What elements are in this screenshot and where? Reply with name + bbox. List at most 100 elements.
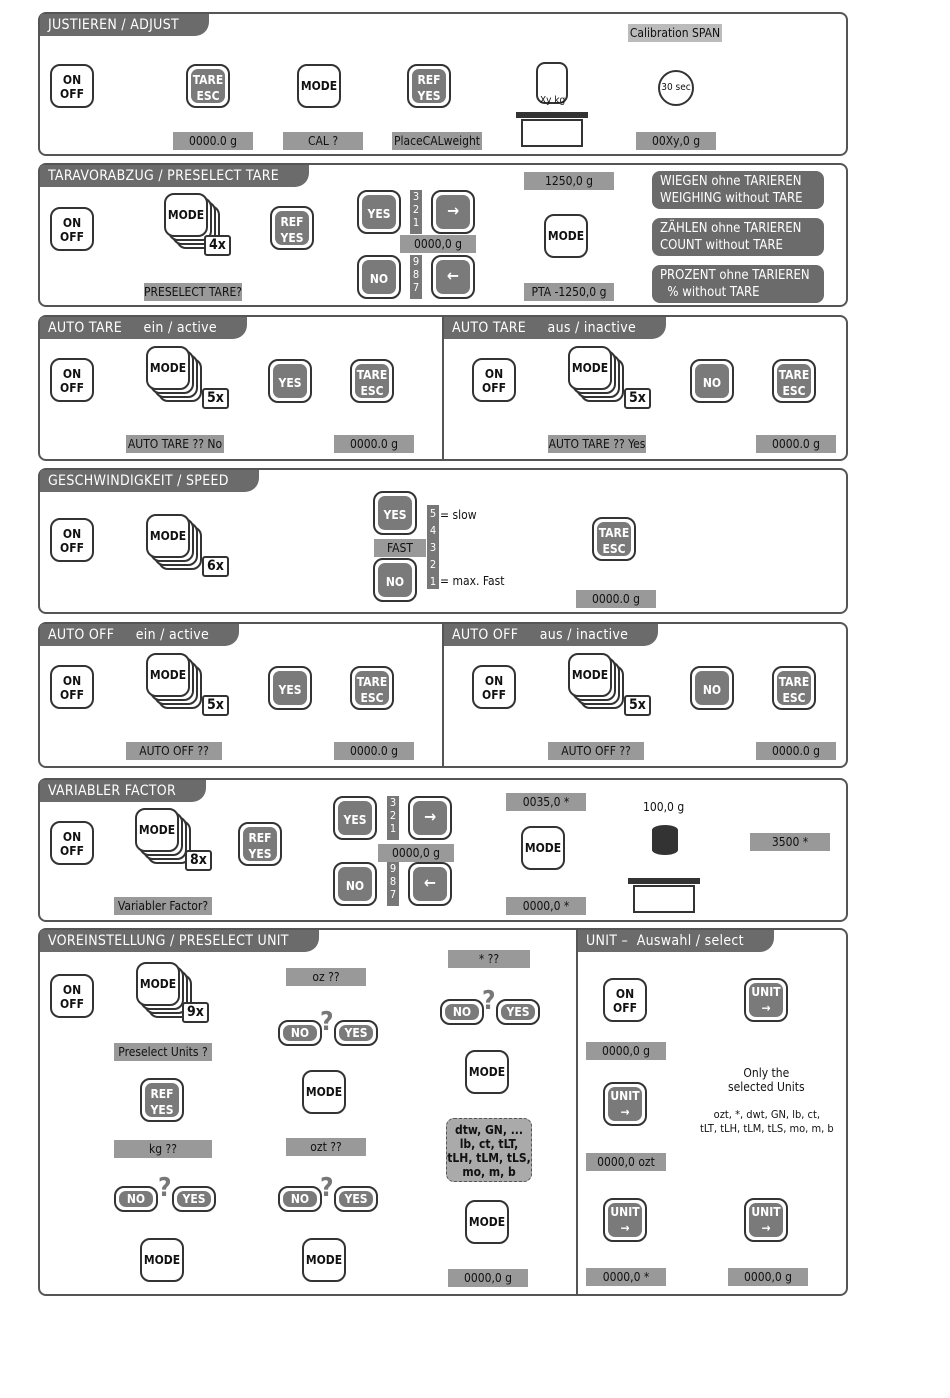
mode-key[interactable]: MODE — [302, 1070, 346, 1114]
display: 1250,0 g — [524, 172, 614, 190]
display: AUTO TARE ?? Yes — [548, 435, 646, 453]
panel-title-right: UNIT – Auswahl / select — [578, 930, 774, 952]
mode-key[interactable]: MODE — [140, 1238, 184, 1282]
only-selected-label: Only the selected Units — [728, 1066, 805, 1094]
display: 0000,0 g — [586, 1042, 666, 1060]
no-down-key[interactable]: NO — [690, 359, 734, 403]
display: AUTO OFF ?? — [548, 742, 644, 760]
display: 0000.0 g — [576, 590, 656, 608]
yes-up-key[interactable]: YES — [373, 491, 417, 535]
yes-up-key[interactable]: YES — [334, 1020, 378, 1046]
scale-icon — [628, 825, 700, 913]
yes-up-key[interactable]: YES — [357, 190, 401, 234]
note-weighing: WIEGEN ohne TARIEREN WEIGHING without TA… — [652, 171, 824, 209]
divider — [442, 317, 444, 459]
no-down-key[interactable]: NO — [373, 558, 417, 602]
panel-title: VOREINSTELLUNG / PRESELECT UNIT — [40, 930, 319, 952]
no-down-key[interactable]: NO — [357, 255, 401, 299]
no-down-key[interactable]: NO — [114, 1186, 158, 1212]
display: Preselect Units ? — [114, 1043, 212, 1061]
left-arrow-key[interactable]: ← — [408, 862, 452, 906]
display: 0000.0 g — [334, 435, 414, 453]
weight-label: Xy kg — [540, 95, 566, 106]
panel-title-right: AUTO TARE aus / inactive — [444, 317, 667, 339]
right-arrow-key[interactable]: → — [408, 796, 452, 840]
question-mark: ? — [158, 1173, 172, 1203]
mode-key[interactable]: MODE — [302, 1238, 346, 1282]
mode-key[interactable]: MODE — [297, 64, 341, 108]
panel-title: AUTO OFF ein / active — [40, 624, 240, 646]
question-mark: ? — [320, 1007, 334, 1037]
yes-up-key[interactable]: YES — [268, 359, 312, 403]
clock-icon: 30 sec — [658, 70, 694, 106]
yes-up-key[interactable]: YES — [268, 666, 312, 710]
press-count: 5x — [202, 388, 229, 409]
yes-up-key[interactable]: YES — [496, 999, 540, 1025]
press-count: 5x — [202, 695, 229, 716]
unit-list-label: ozt, *, dwt, GN, lb, ct, tLT, tLH, tLM, … — [700, 1108, 834, 1135]
display: 00Xy,0 g — [636, 132, 716, 150]
panel-title: TARAVORABZUG / PRESELECT TARE — [40, 165, 310, 187]
display: AUTO OFF ?? — [126, 742, 222, 760]
unit-key[interactable]: UNIT→ — [603, 1082, 647, 1126]
display: 3500 * — [750, 833, 830, 851]
unit-key[interactable]: UNIT→ — [744, 978, 788, 1022]
no-down-key[interactable]: NO — [333, 862, 377, 906]
no-down-key[interactable]: NO — [278, 1020, 322, 1046]
cal-span-label: Calibration SPAN — [628, 24, 722, 42]
no-down-key[interactable]: NO — [440, 999, 484, 1025]
yes-up-key[interactable]: YES — [172, 1186, 216, 1212]
right-arrow-key[interactable]: → — [431, 190, 475, 234]
display: 0000,0 g — [400, 235, 476, 253]
panel-title: VARIABLER FACTOR — [40, 780, 207, 802]
mode-key[interactable]: MODE — [465, 1050, 509, 1094]
display: PRESELECT TARE? — [144, 283, 242, 301]
left-arrow-key[interactable]: ← — [431, 255, 475, 299]
display: CAL ? — [283, 132, 363, 150]
mode-key[interactable]: MODE — [544, 214, 588, 258]
divider — [442, 624, 444, 766]
display: 0000,0 g — [728, 1268, 808, 1286]
display: kg ?? — [114, 1140, 212, 1158]
display: 0000,0 g — [448, 1269, 528, 1287]
no-down-key[interactable]: NO — [690, 666, 734, 710]
press-count: 8x — [185, 850, 212, 871]
unit-key[interactable]: UNIT→ — [744, 1198, 788, 1242]
unit-key[interactable]: UNIT→ — [603, 1198, 647, 1242]
display: PlaceCALweight — [392, 132, 482, 150]
note-counting: ZÄHLEN ohne TARIEREN COUNT without TARE — [652, 218, 824, 256]
display: 0000.0 g — [756, 435, 836, 453]
yes-up-key[interactable]: YES — [333, 796, 377, 840]
mode-key[interactable]: MODE — [465, 1200, 509, 1244]
display: ozt ?? — [286, 1138, 366, 1156]
mode-key[interactable]: MODE — [521, 826, 565, 870]
panel-title: AUTO TARE ein / active — [40, 317, 247, 339]
yes-up-key[interactable]: YES — [334, 1186, 378, 1212]
no-down-key[interactable]: NO — [278, 1186, 322, 1212]
press-count: 9x — [182, 1002, 209, 1023]
display: 0000.0 g — [756, 742, 836, 760]
